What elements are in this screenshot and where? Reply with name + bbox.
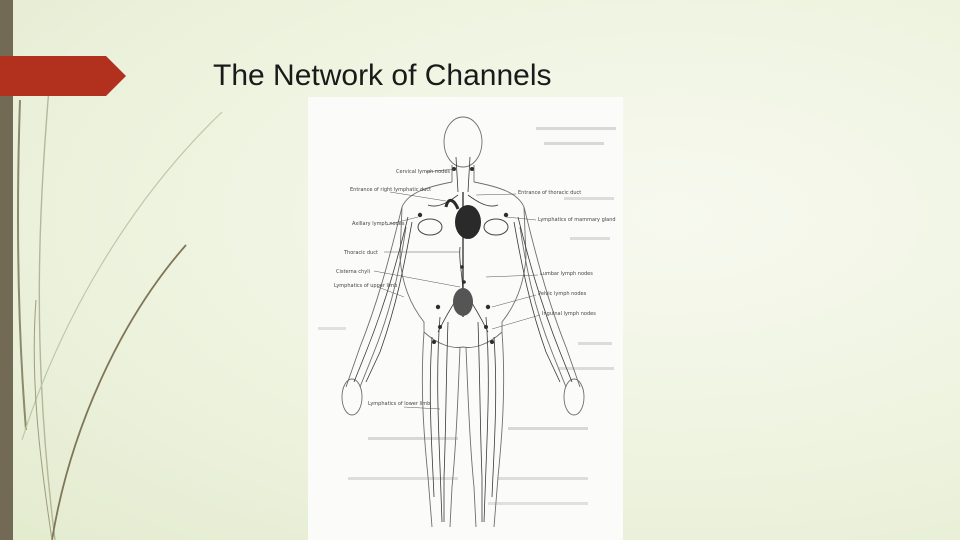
label-lymphatics-upper-limb: Lymphatics of upper limb xyxy=(334,283,397,289)
faded-background-text xyxy=(318,127,616,505)
diagram-labels: Cervical lymph nodes Entrance of right l… xyxy=(334,169,616,407)
lymph-nodes xyxy=(417,167,509,344)
body-silhouette xyxy=(341,116,585,528)
label-thoracic-duct: Thoracic duct xyxy=(343,250,378,256)
lymphatic-system-diagram: Cervical lymph nodes Entrance of right l… xyxy=(308,97,623,540)
label-leader-lines xyxy=(373,168,541,410)
slide-title: The Network of Channels xyxy=(213,59,552,92)
label-lumbar-lymph-nodes: Lumbar lymph nodes xyxy=(540,271,593,277)
label-pelvic-lymph-nodes: Pelvic lymph nodes xyxy=(538,291,587,297)
label-lymphatics-mammary-gland: Lymphatics of mammary gland xyxy=(538,217,616,223)
label-lymphatics-lower-limb: Lymphatics of lower limb xyxy=(368,401,430,407)
label-cisterna-chyli: Cisterna chyli xyxy=(336,269,370,275)
label-inguinal-lymph-nodes: Inguinal lymph nodes xyxy=(542,311,596,317)
left-accent-bar xyxy=(0,0,13,540)
decorative-swirl-lines xyxy=(17,74,223,540)
title-arrow-shape xyxy=(0,56,126,96)
label-entrance-right-lymphatic-duct: Entrance of right lymphatic duct xyxy=(350,187,431,193)
label-cervical-lymph-nodes: Cervical lymph nodes xyxy=(396,169,450,175)
heart-and-organs xyxy=(417,199,509,316)
label-entrance-thoracic-duct: Entrance of thoracic duct xyxy=(518,190,581,196)
label-axillary-lymph-nodes: Axillary lymph nodes xyxy=(352,221,405,227)
